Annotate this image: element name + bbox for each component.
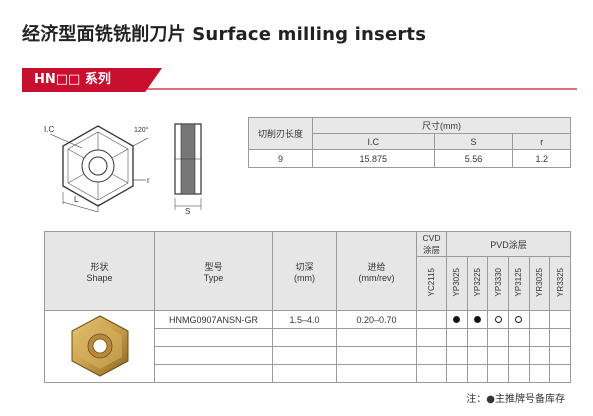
ic-label: I.C [44,125,54,134]
grade-label: YC2115 [427,268,436,297]
dim-col-r: r [512,133,571,150]
feed-value: 0.20–0.70 [336,310,417,329]
product-table: 形状 Shape 型号 Type 切深 (mm) 进给 (mm/rev) CVD… [44,231,571,383]
grade-header-3: YP3330 [487,256,509,311]
depth-value: 1.5–4.0 [272,310,337,329]
shape-cell [44,310,155,383]
empty-row [45,328,571,347]
series-tab: HN□□ 系列 [22,68,162,92]
grade-cell-3 [487,310,509,329]
empty-row [45,346,571,365]
dim-col-edge-length: 切削刃长度 [248,117,313,150]
grade-header-0: YC2115 [416,256,447,311]
col-shape-label: 形状 [90,261,109,272]
insert-top-view-diagram: I.C 120° r L [44,125,150,213]
grade-mark [494,315,502,323]
angle-label: 120° [134,126,149,134]
dim-s-value: 5.56 [433,149,514,168]
page-title: 经济型面铣铣削刀片 Surface milling inserts [22,24,427,45]
grade-label: YR3025 [534,268,544,297]
col-pvd: PVD涂层 [446,231,571,257]
series-banner: HN□□ 系列 [22,68,577,92]
col-depth: 切深 (mm) [272,231,337,311]
col-type-label: 型号 [204,261,223,272]
grade-label: YP3330 [493,268,503,297]
dimension-table: 切削刃长度 尺寸(mm) I.C S r 9 15.875 5.56 1.2 [248,117,571,168]
col-cvd: CVD 涂层 [416,231,447,257]
grade-mark [453,315,461,323]
footnote: 注：●主推牌号备库存 [466,394,565,405]
grade-label: YP3225 [472,268,482,297]
series-divider [132,88,577,90]
grade-mark [473,315,481,323]
grade-cell-0 [416,310,447,329]
grade-mark [515,315,523,323]
grade-cell-2 [466,310,489,329]
grade-cell-1 [446,310,468,329]
insert-hole-inner [88,156,108,176]
col-type-label-en: Type [203,272,224,283]
r-label: r [147,176,150,185]
table-row: HNMG0907ANSN-GR 1.5–4.0 0.20–0.70 [44,310,571,383]
dim-ic-value: 15.875 [312,149,435,168]
type-value: HNMG0907ANSN-GR [154,310,273,329]
s-label: S [185,207,190,216]
grade-header-6: YR3325 [549,256,571,311]
dim-col-ic: I.C [312,133,435,150]
grade-header-5: YR3025 [528,256,551,311]
dim-table-row: 9 15.875 5.56 1.2 [248,149,571,168]
l-label: L [74,195,79,204]
col-feed-label: 进给 [367,261,386,272]
insert-hole-outer [81,149,115,183]
col-shape: 形状 Shape [44,231,155,311]
insert-side-view-diagram: S [174,123,202,216]
col-type: 型号 Type [154,231,273,311]
dim-col-size-group: 尺寸(mm) [312,117,571,134]
dim-col-s: S [433,133,514,150]
grade-header-1: YP3025 [446,256,468,311]
grade-header-4: YP3125 [507,256,530,311]
col-depth-label: 切深 [295,261,314,272]
col-depth-unit: (mm) [294,272,315,283]
dim-edge-length-value: 9 [248,149,313,168]
empty-row [45,364,571,383]
dim-r-value: 1.2 [512,149,571,168]
insert-photo [71,314,128,377]
grade-label: YP3125 [514,268,524,297]
grade-cell-5 [528,310,551,329]
grade-header-2: YP3225 [466,256,489,311]
grade-label: YP3025 [452,268,462,297]
grade-cell-6 [549,310,571,329]
col-feed: 进给 (mm/rev) [336,231,417,311]
grade-cell-4 [507,310,530,329]
grade-label: YR3325 [555,268,565,297]
col-feed-unit: (mm/rev) [358,272,395,283]
col-shape-label-en: Shape [86,272,113,283]
